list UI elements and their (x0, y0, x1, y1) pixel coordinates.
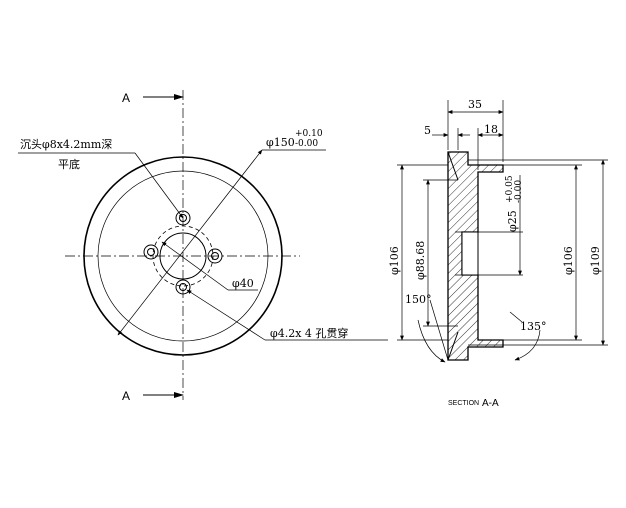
holes-leader (186, 289, 266, 341)
dim-inner-dia: φ88.68 (414, 241, 427, 280)
angle-arc-left (417, 319, 446, 363)
bevel-left (447, 151, 459, 181)
note-countersink-line2: 平底 (58, 157, 80, 171)
hole-left (143, 244, 159, 260)
dim-outer-tol-lower: -0.00 (295, 139, 318, 149)
outer-dia-dim-line (117, 149, 263, 336)
angle-ref-left (429, 299, 449, 361)
dim-bore-tol-lower: -0.00 (514, 180, 524, 203)
dim-bore-dia: φ25 (506, 210, 519, 232)
dim-bore: φ40 (232, 277, 254, 290)
dim-bore-tol-upper: +0.05 (505, 175, 515, 203)
dim-outer-diameter: φ150 (266, 136, 295, 149)
angle-ref-right (509, 311, 523, 323)
dim-right-dia-inner: φ106 (562, 246, 575, 275)
section-bore (461, 231, 479, 276)
section-view: 35 5 18 φ106 φ88.68 φ25 +0.05 -0.00 φ106 (388, 98, 608, 409)
dim-right-dia-outer: φ109 (589, 246, 602, 275)
section-mark-bottom: A (122, 389, 130, 403)
dim-outer-tol-upper: +0.10 (295, 129, 323, 139)
section-mark-top: A (122, 91, 130, 105)
dim-width-total: 35 (468, 98, 482, 111)
angle-arc-right (514, 329, 541, 361)
angle-right: 135° (520, 320, 547, 333)
bore-dim-line (161, 241, 229, 291)
dim-step-left: 5 (424, 124, 431, 137)
note-holes: φ4.2x 4 孔贯穿 (270, 326, 348, 340)
note-countersink-line1: 沉头φ8x4.2mm深 (20, 138, 112, 151)
caption-suffix: A-A (482, 398, 499, 409)
angle-left: 150° (405, 293, 432, 306)
caption-prefix: SECTION (448, 400, 479, 407)
front-view: A A 沉头φ8x4.2mm深 平底 φ150 +0.10 -0.00 φ40 … (18, 90, 388, 403)
dim-left-dia: φ106 (388, 246, 401, 275)
bevel-left-bottom (447, 331, 459, 361)
dim-hub-width: 18 (484, 123, 498, 136)
note-leader (134, 152, 184, 219)
